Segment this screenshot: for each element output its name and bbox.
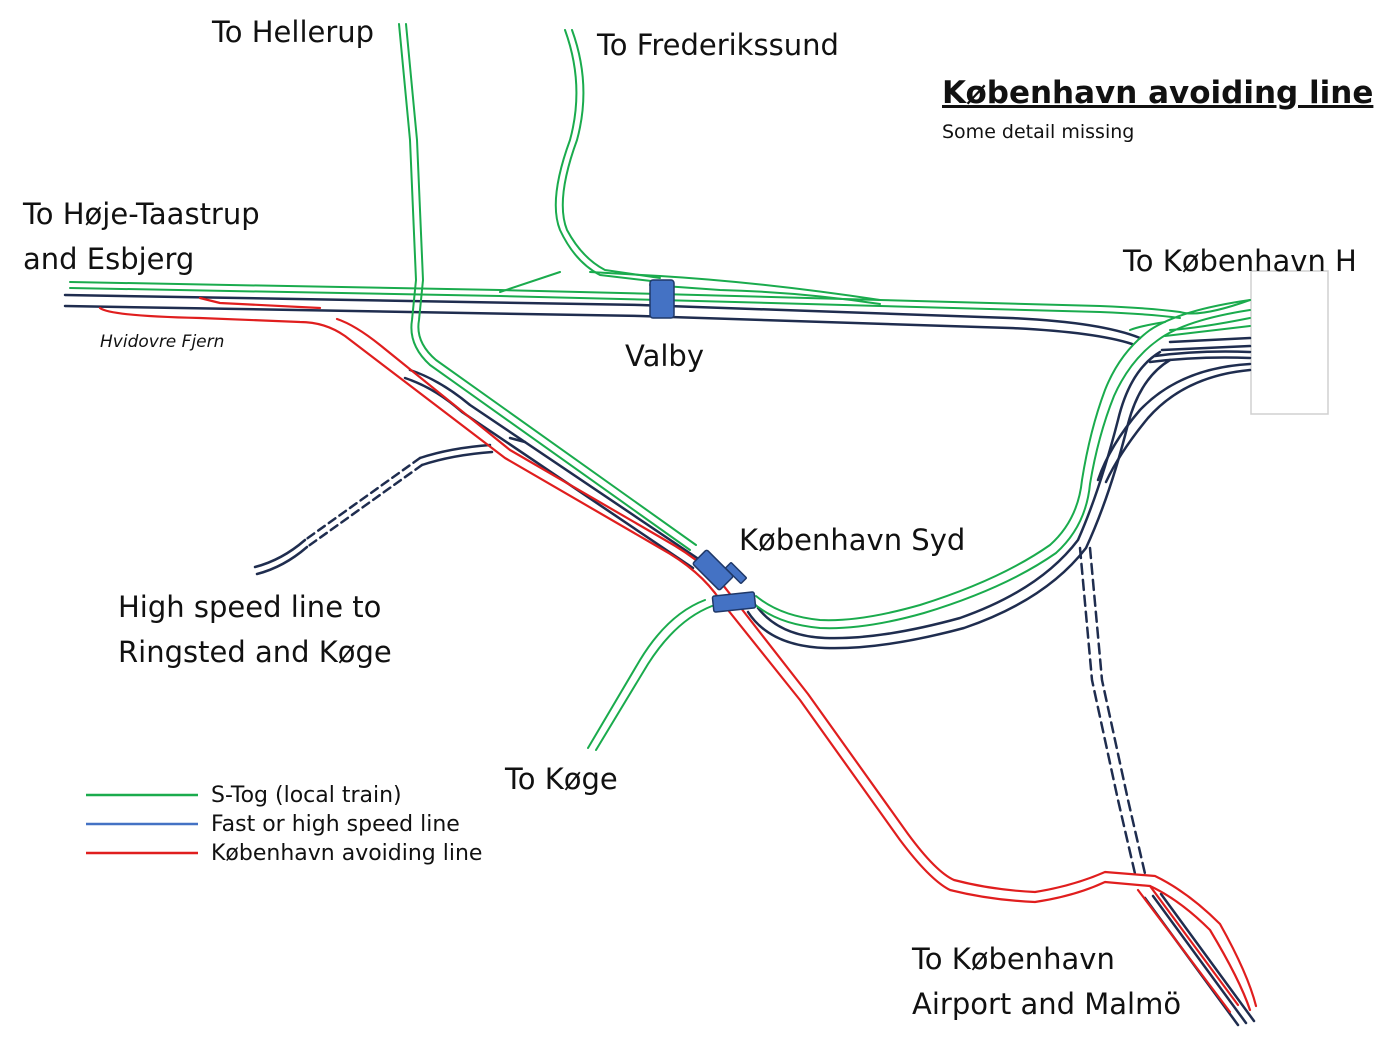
label-valby: Valby	[625, 339, 704, 373]
s-tog-group	[69, 23, 1251, 751]
s-tog-hellerup	[398, 23, 697, 551]
label-to-hellerup: To Hellerup	[212, 15, 375, 49]
avoiding-line-group	[98, 296, 1258, 1014]
label-hvidovre-fjern: Hvidovre Fjern	[100, 332, 225, 352]
fast-line-dashed-oresund	[1078, 546, 1148, 880]
avoiding-line-hvidovre-b	[198, 296, 322, 310]
diagram-title: København avoiding line	[942, 75, 1374, 111]
label-kobenhavn-syd: København Syd	[739, 523, 966, 557]
fast-line-main	[63, 293, 1142, 346]
avoiding-line-hvidovre-a	[98, 306, 1252, 1012]
legend-label-s-tog: S-Tog (local train)	[211, 783, 402, 808]
label-high-speed-line-1: High speed line to	[118, 590, 382, 624]
label-to-kobenhavn-airport-2: Airport and Malmö	[912, 987, 1182, 1021]
avoiding-line-spur	[1148, 884, 1240, 1007]
kobenhavn-syd-station-marker-a	[692, 549, 734, 591]
s-tog-frederikssund	[499, 29, 661, 293]
fast-line-syd-curve	[746, 350, 1172, 650]
s-tog-main	[69, 271, 1251, 319]
legend-label-fast: Fast or high speed line	[211, 812, 460, 837]
avoiding-line-main-b	[335, 317, 1258, 1008]
label-to-frederikssund: To Frederikssund	[597, 28, 839, 62]
label-to-hoje-taastrup: To Høje-Taastrup	[23, 197, 260, 231]
fast-line-group	[63, 293, 1256, 1027]
diagram-subtitle: Some detail missing	[942, 121, 1135, 143]
label-to-kobenhavn-h: To København H	[1123, 244, 1357, 278]
label-and-esbjerg: and Esbjerg	[23, 242, 195, 276]
label-to-kobenhavn-airport-1: To København	[912, 942, 1115, 976]
s-tog-kobenhavn-h-syd	[751, 299, 1251, 630]
label-to-koge: To Køge	[505, 762, 618, 796]
label-high-speed-line-2: Ringsted and Køge	[118, 635, 392, 669]
fast-line-ringsted	[253, 436, 527, 576]
avoiding-line-spur-b	[1136, 888, 1232, 1014]
legend-swatches	[86, 793, 198, 855]
legend-label-avoiding: København avoiding line	[211, 841, 483, 866]
valby-station-marker	[649, 279, 675, 319]
s-tog-koge	[587, 599, 713, 751]
stations	[649, 279, 757, 613]
kobenhavn-h-terminal	[1250, 270, 1329, 415]
kobenhavn-syd-station-marker-b	[711, 591, 757, 613]
kobenhavn-syd-station-marker-c	[725, 562, 747, 584]
